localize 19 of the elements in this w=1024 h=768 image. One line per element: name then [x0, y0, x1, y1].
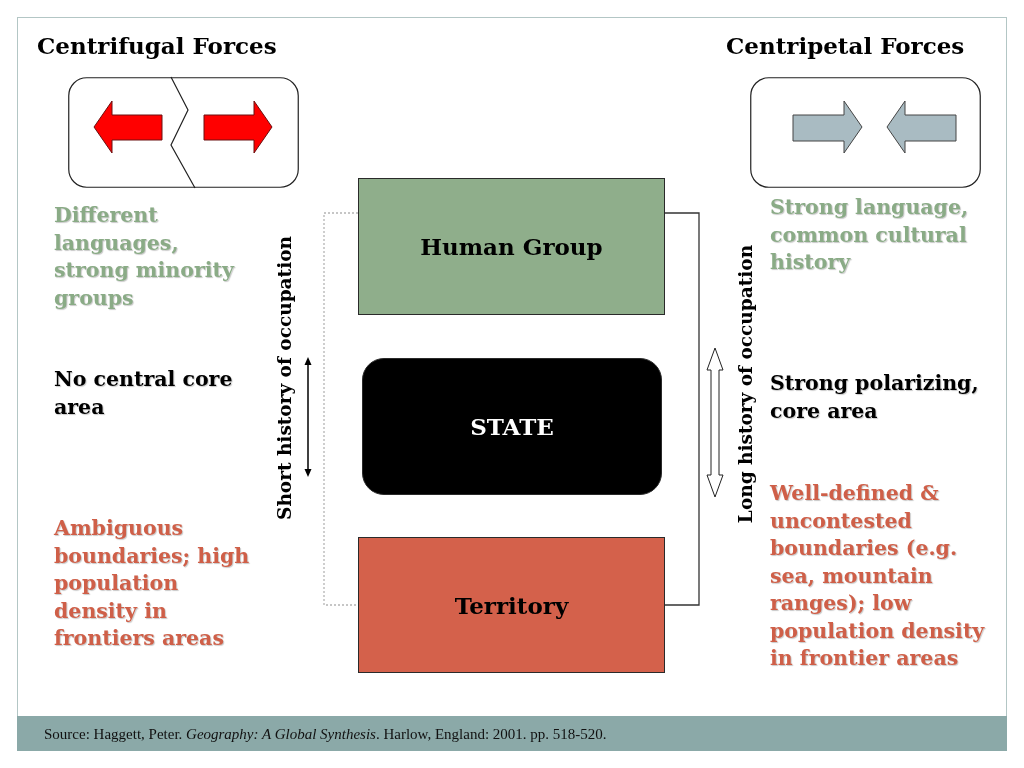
connector-line — [664, 212, 700, 606]
heading: Centripetal Forces — [726, 31, 966, 61]
heading: Centrifugal Forces — [37, 31, 278, 61]
source-citation: Source: Haggett, Peter. Geography: A Global Synthesis. Harlow, England: 2001. pp. 518-520. — [44, 725, 607, 744]
description-text: No central core area — [54, 366, 234, 421]
description-text: Strong language, common cultural history — [770, 194, 970, 276]
vertical-caption: Short history of occupation — [273, 235, 296, 522]
description-text: Different languages, strong minority groups — [54, 202, 236, 312]
process-box — [358, 178, 665, 315]
vertical-caption: Long history of occupation — [733, 243, 757, 526]
box-label: Human Group — [420, 233, 603, 260]
dotted-connector-line — [323, 212, 359, 606]
process-box — [358, 537, 665, 673]
description-text: Ambiguous boundaries; high population density in frontiers areas — [54, 515, 251, 652]
box-label: STATE — [470, 413, 554, 440]
box-label: Territory — [454, 591, 569, 619]
rounded-box — [362, 358, 662, 495]
description-text: Well-defined & uncontested boundaries (e.g. sea, mountain ranges); low population density in frontier areas — [770, 480, 986, 672]
description-text: Strong polarizing, core area — [770, 370, 980, 425]
